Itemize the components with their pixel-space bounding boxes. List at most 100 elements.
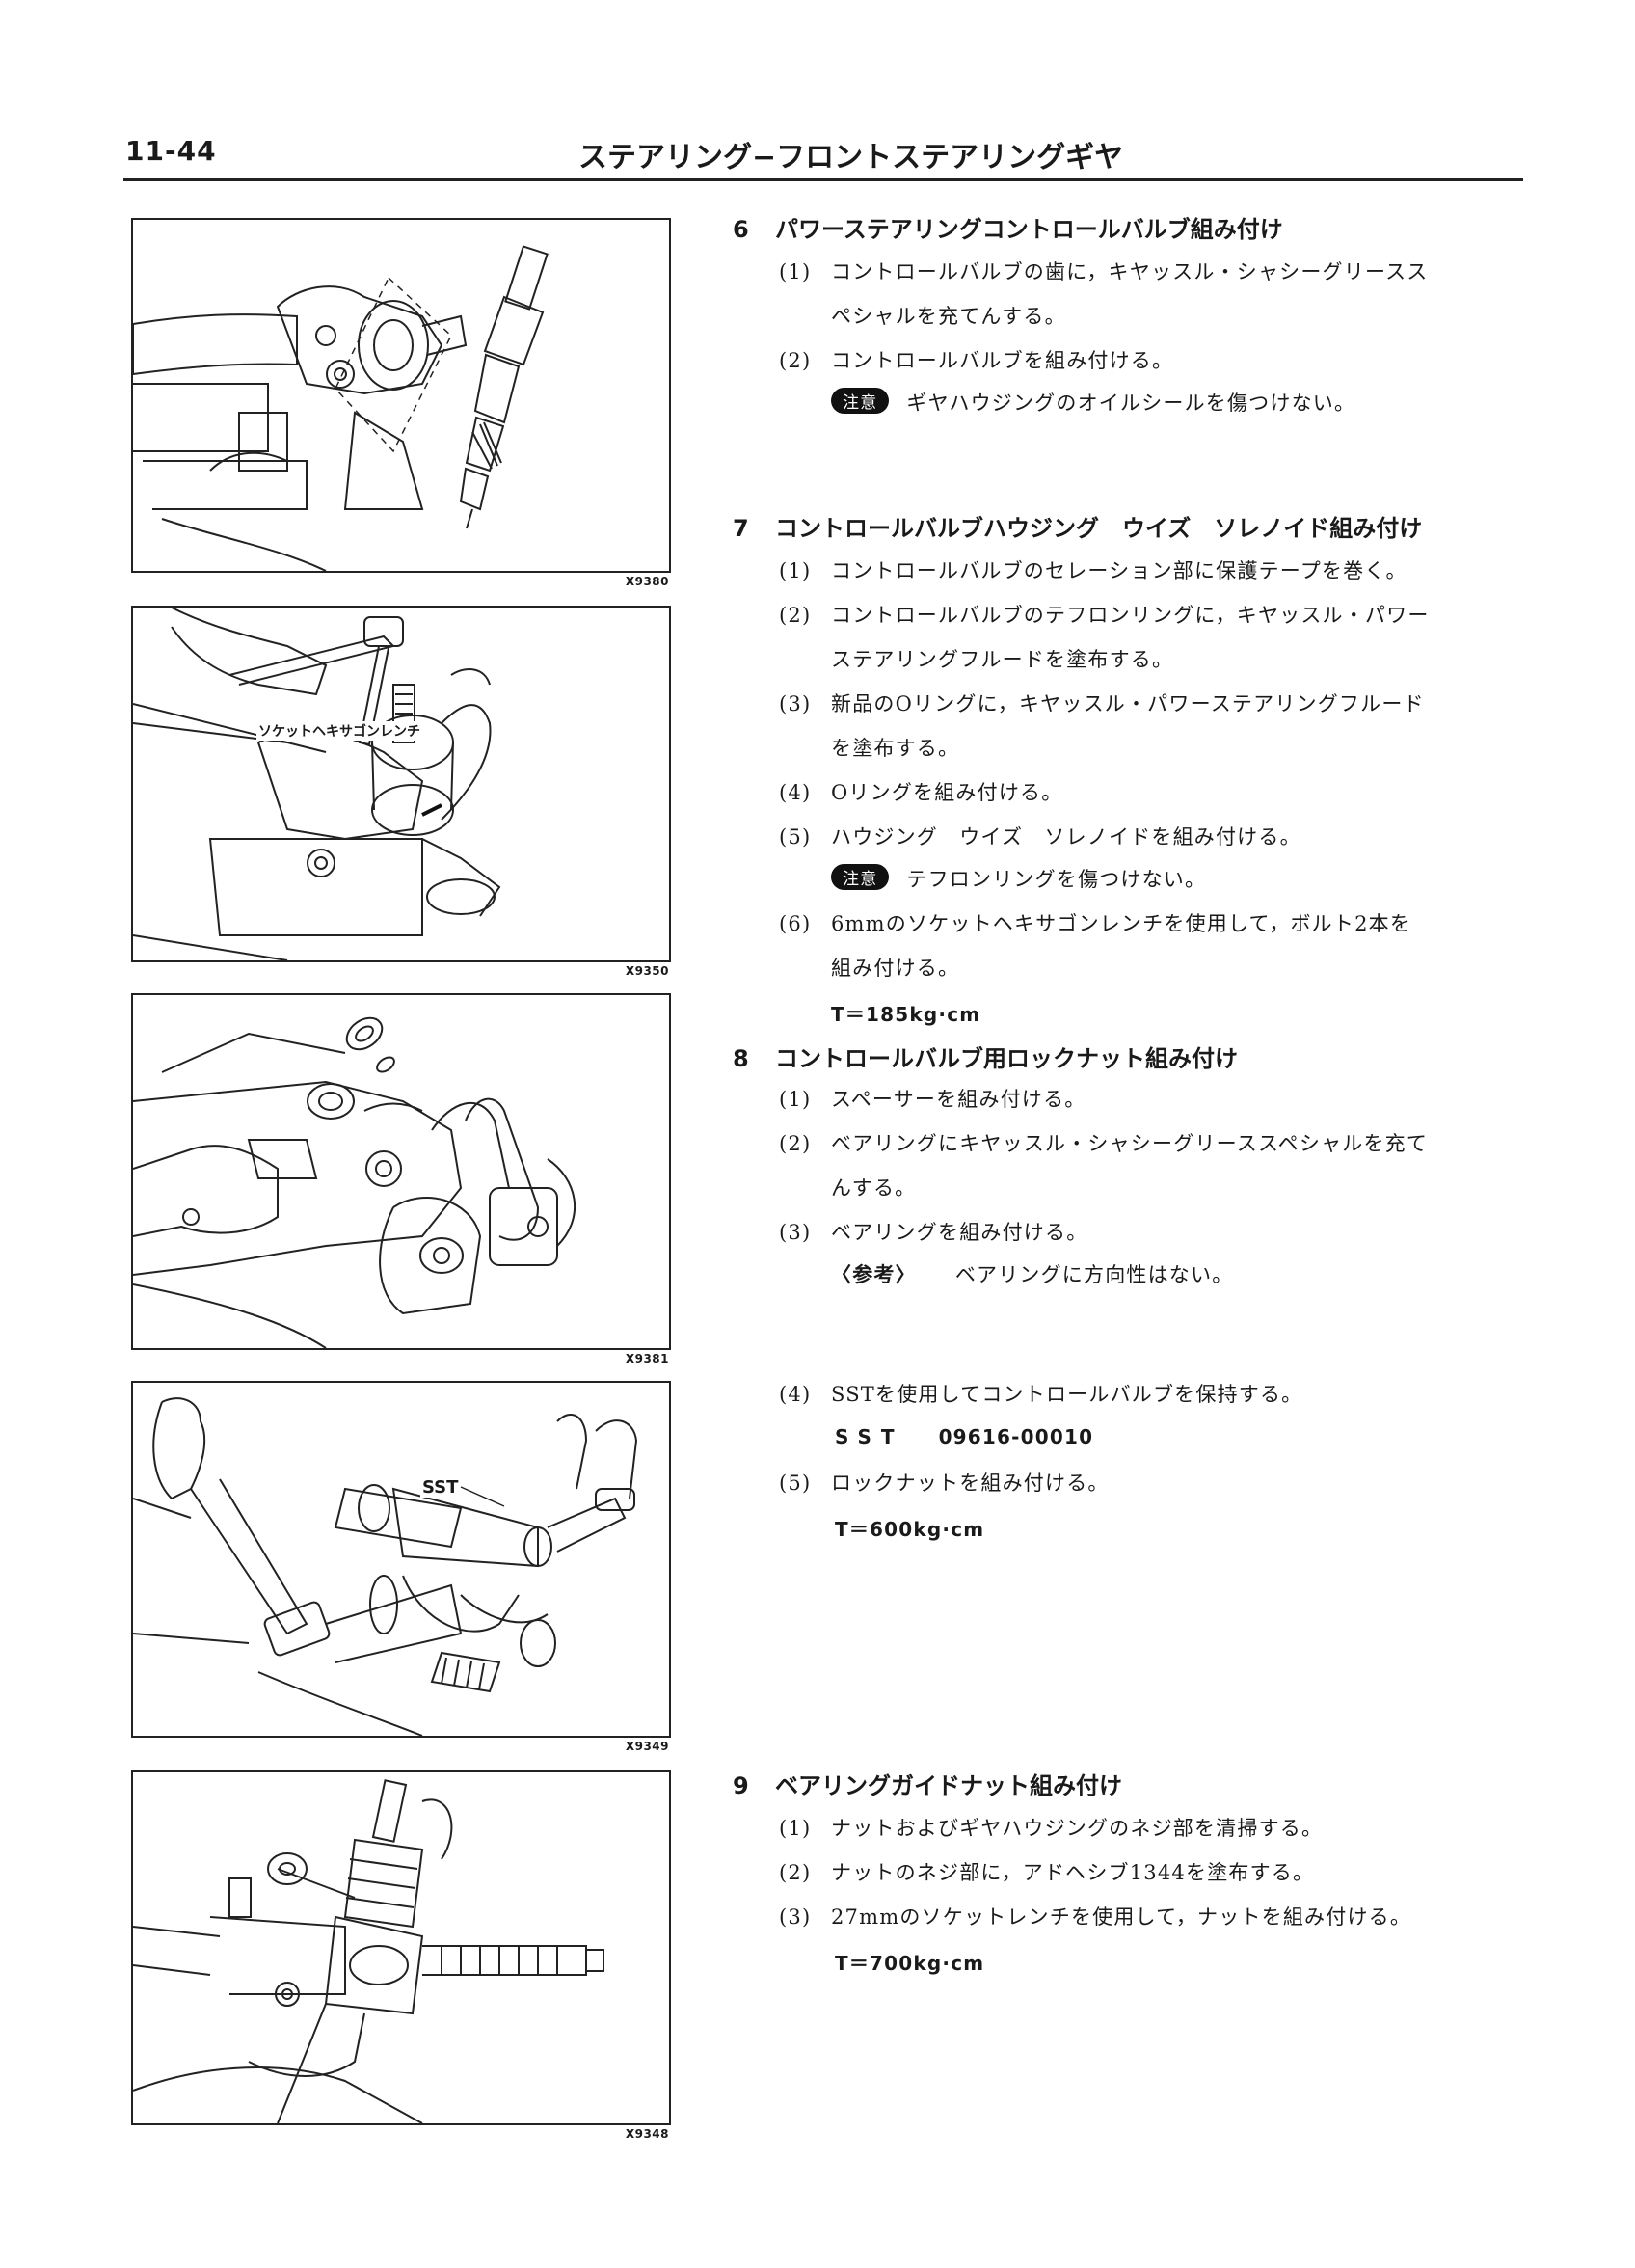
step-8-item-2: (2) ベアリングにキヤッスル・シャシーグリーススペシャルを充て (779, 1128, 1428, 1157)
item-number: (1) (779, 260, 812, 284)
step-8-reference: 〈参考〉 ベアリングに方向性はない。 (831, 1259, 1233, 1288)
item-number: (3) (779, 1221, 812, 1244)
item-text: んする。 (831, 1176, 917, 1200)
hex-wrench-label: ソケットヘキサゴンレンチ (256, 721, 422, 741)
step-8-item-5: (5) ロックナットを組み付ける。 (779, 1468, 1110, 1497)
reference-tag: 〈参考〉 (831, 1262, 917, 1286)
item-text: ロックナットを組み付ける。 (831, 1472, 1110, 1495)
item-number: (4) (779, 1383, 812, 1406)
step-7-item-5: (5) ハウジング ウイズ ソレノイドを組み付ける。 (779, 822, 1301, 850)
item-number: (1) (779, 1088, 812, 1111)
figure-code: X9380 (625, 575, 669, 588)
step-9-item-2: (2) ナットのネジ部に，アドヘシブ1344を塗布する。 (779, 1857, 1314, 1886)
step-number: 7 (733, 515, 749, 542)
item-text: コントロールバルブを組み付ける。 (831, 349, 1174, 372)
item-number: (1) (779, 1817, 812, 1840)
step-8-item-1: (1) スペーサーを組み付ける。 (779, 1084, 1086, 1113)
item-number: (4) (779, 781, 812, 804)
step-number: 9 (733, 1772, 749, 1799)
item-text: ペシャルを充てんする。 (831, 305, 1066, 328)
caution-badge: 注意 (831, 388, 890, 414)
item-number: (2) (779, 1861, 812, 1884)
step-7-item-3: (3) 新品のOリングに，キヤッスル・パワーステアリングフルード (779, 688, 1425, 717)
page-title: ステアリング−フロントステアリングギヤ (578, 141, 1124, 175)
step-title: ベアリングガイドナット組み付け (775, 1772, 1122, 1799)
step-7-torque: T＝185kg·cm (831, 999, 980, 1027)
step-9-item-1: (1) ナットおよびギヤハウジングのネジ部を清掃する。 (779, 1813, 1323, 1842)
step-7-heading: 7 コントロールバルブハウジング ウイズ ソレノイド組み付け (733, 509, 1422, 543)
item-number: (5) (779, 825, 812, 849)
caution-badge: 注意 (831, 864, 890, 890)
step-7-item-4: (4) Oリングを組み付ける。 (779, 777, 1062, 806)
item-text: コントロールバルブの歯に，キヤッスル・シャシーグリースス (831, 260, 1429, 284)
housing-solenoid-illustration (133, 608, 501, 960)
figure-code: X9349 (625, 1740, 669, 1753)
step-number: 6 (733, 216, 749, 243)
figure-code: X9350 (625, 964, 669, 978)
header-rule (123, 178, 1523, 181)
step-8-sst: SST 09616-00010 (835, 1425, 1093, 1448)
torque-value: T＝600kg·cm (835, 1518, 985, 1541)
step-8-heading: 8 コントロールバルブ用ロックナット組み付け (733, 1040, 1238, 1073)
step-8-item-2-cont: んする。 (831, 1173, 916, 1202)
step-title: コントロールバルブハウジング ウイズ ソレノイド組み付け (775, 515, 1423, 542)
item-text: ベアリングにキヤッスル・シャシーグリーススペシャルを充て (831, 1132, 1429, 1155)
item-text: Oリングを組み付ける。 (831, 781, 1063, 804)
step-7-item-3-cont: を塗布する。 (831, 733, 959, 762)
sst-number: 09616-00010 (938, 1425, 1094, 1448)
item-text: スペーサーを組み付ける。 (831, 1088, 1086, 1111)
step-9-item-3: (3)27mmのソケットレンチを使用して，ナットを組み付ける。 (779, 1902, 1411, 1930)
figure-housing-with-solenoid: ソケットヘキサゴンレンチ X9350 (131, 606, 671, 978)
step-7-item-1: (1) コントロールバルブのセレーション部に保護テープを巻く。 (779, 555, 1407, 584)
step-7-item-2: (2) コントロールバルブのテフロンリングに，キヤッスル・パワー (779, 600, 1430, 629)
item-text: ハウジング ウイズ ソレノイドを組み付ける。 (831, 825, 1301, 849)
torque-value: T＝700kg·cm (835, 1952, 985, 1975)
torque-value: T＝185kg·cm (831, 1003, 981, 1026)
step-8-item-4: (4) SSTを使用してコントロールバルブを保持する。 (779, 1379, 1302, 1408)
item-number: (5) (779, 1472, 812, 1495)
page-number: 11-44 (125, 135, 217, 167)
reference-text: ベアリングに方向性はない。 (954, 1263, 1234, 1286)
caution-text: ギヤハウジングのオイルシールを傷つけない。 (906, 392, 1356, 415)
sst-lock-nut-illustration (133, 1397, 638, 1736)
step-9-heading: 9 ベアリングガイドナット組み付け (733, 1767, 1122, 1800)
sst-label: SST (835, 1425, 904, 1448)
step-6-item-2: (2) コントロールバルブを組み付ける。 (779, 345, 1173, 374)
item-text: ナットおよびギヤハウジングのネジ部を清掃する。 (831, 1817, 1324, 1840)
item-text: コントロールバルブのテフロンリングに，キヤッスル・パワー (831, 604, 1430, 627)
figure-code: X9381 (625, 1352, 669, 1365)
step-8-item-3: (3) ベアリングを組み付ける。 (779, 1217, 1087, 1246)
step-8-torque: T＝600kg·cm (835, 1514, 984, 1542)
caution-text: テフロンリングを傷つけない。 (906, 868, 1207, 891)
step-7-item-2-cont: ステアリングフルードを塗布する。 (831, 644, 1173, 673)
step-title: コントロールバルブ用ロックナット組み付け (775, 1045, 1238, 1072)
item-text: を塗布する。 (831, 737, 960, 760)
item-number: (2) (779, 604, 812, 627)
item-number: (1) (779, 559, 812, 582)
figure-lock-nut: X9381 (131, 993, 671, 1365)
figure-sst-lock-nut: SST X9349 (131, 1381, 671, 1753)
item-number: (2) (779, 1132, 812, 1155)
step-number: 8 (733, 1045, 749, 1072)
item-text: SSTを使用してコントロールバルブを保持する。 (831, 1383, 1303, 1406)
lock-nut-illustration (133, 1016, 576, 1348)
step-7-item-6-cont: 組み付ける。 (831, 953, 959, 982)
item-text: ベアリングを組み付ける。 (831, 1221, 1088, 1244)
item-text: コントロールバルブのセレーション部に保護テープを巻く。 (831, 559, 1407, 582)
item-text: ナットのネジ部に，アドヘシブ1344を塗布する。 (831, 1861, 1315, 1884)
item-number: (3) (779, 692, 812, 716)
figure-control-valve: X9380 (131, 218, 671, 588)
figure-bearing-guide-nut: X9348 (131, 1770, 671, 2141)
sst-label: SST (420, 1477, 461, 1498)
item-text: 6mmのソケットヘキサゴンレンチを使用して，ボルト2本を (831, 912, 1412, 935)
control-valve-illustration (133, 245, 549, 571)
item-text: 新品のOリングに，キヤッスル・パワーステアリングフルード (831, 692, 1425, 716)
item-number: (3) (779, 1905, 812, 1929)
step-6-item-1-cont: ペシャルを充てんする。 (831, 301, 1066, 330)
item-text: ステアリングフルードを塗布する。 (831, 648, 1174, 671)
step-6-item-1: (1) コントロールバルブの歯に，キヤッスル・シャシーグリースス (779, 256, 1429, 285)
item-number: (2) (779, 349, 812, 372)
item-text: 組み付ける。 (831, 957, 960, 980)
step-9-torque: T＝700kg·cm (835, 1948, 984, 1976)
